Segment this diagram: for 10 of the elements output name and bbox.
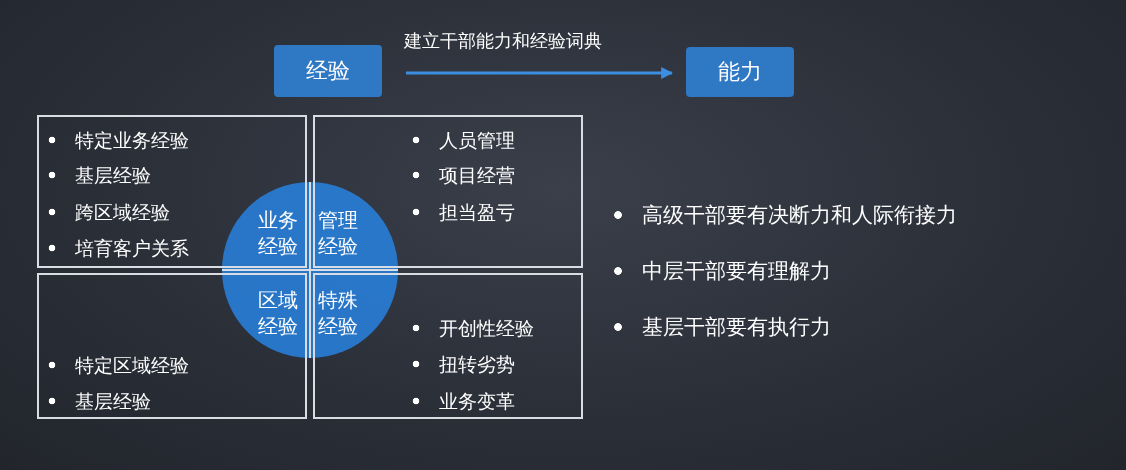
process-box: 能力	[686, 47, 794, 97]
process-box: 经验	[274, 45, 382, 97]
circle-label: 特殊经验	[318, 287, 359, 339]
circle-label: 业务经验	[258, 207, 299, 259]
circle-label: 管理经验	[318, 207, 359, 259]
arrow	[406, 67, 674, 79]
edge-label: 建立干部能力和经验词典	[404, 29, 602, 53]
bullet-item: 培育客户关系	[47, 235, 189, 261]
circle-label: 区域经验	[258, 287, 299, 339]
bullet-note: 高级干部要有决断力和人际衔接力	[612, 201, 957, 229]
